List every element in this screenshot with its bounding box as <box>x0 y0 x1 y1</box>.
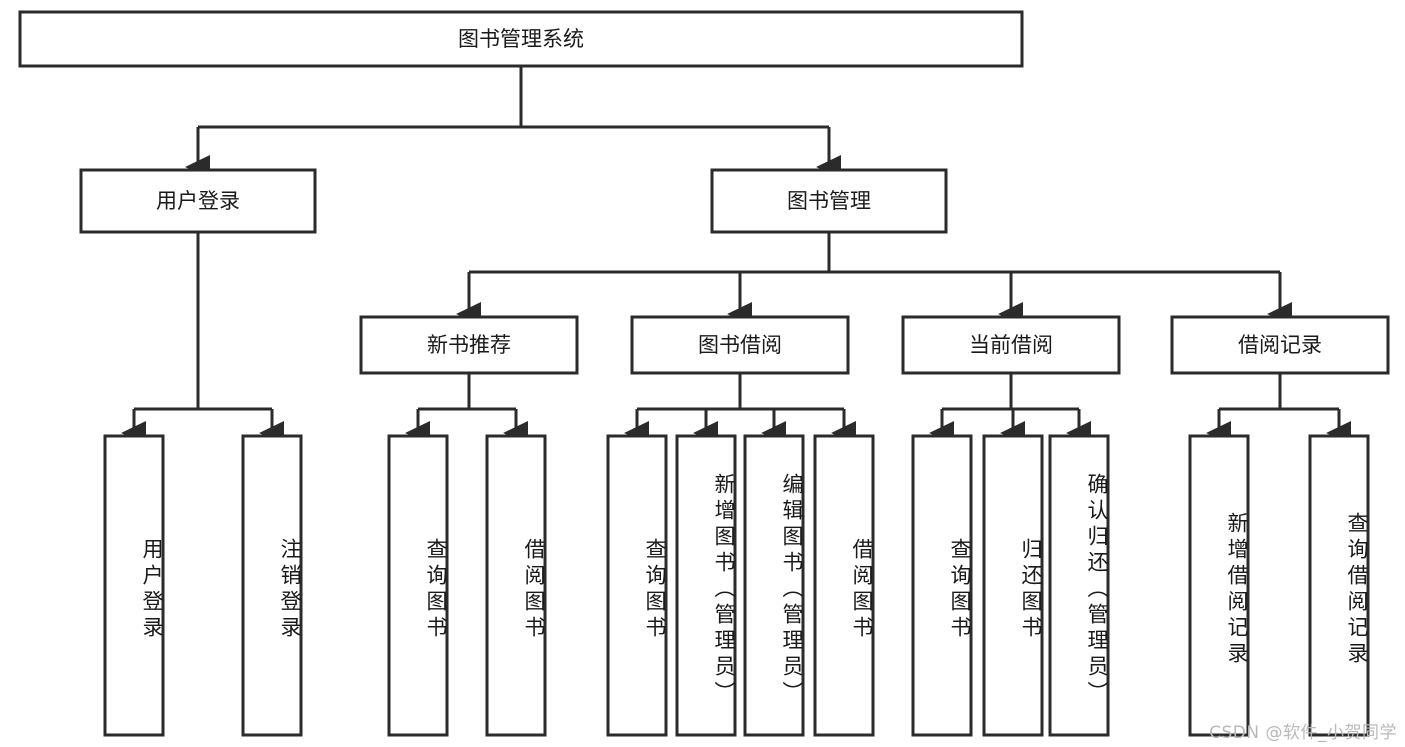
node-boxes <box>18 10 1390 737</box>
root-label-0: 图书管理系统 <box>458 27 584 51</box>
connector-lines <box>121 66 1351 445</box>
level3-label-1: 图书借阅 <box>698 333 782 357</box>
leaf-box-3[interactable] <box>485 434 547 737</box>
level2-box-0[interactable] <box>79 168 317 234</box>
level2-label-0: 用户登录 <box>156 189 240 213</box>
leaf-box-1[interactable] <box>241 434 303 737</box>
leaf-box-7[interactable] <box>813 434 875 737</box>
level2-label-1: 图书管理 <box>787 189 871 213</box>
leaf-box-6[interactable] <box>743 434 805 737</box>
csdn-watermark: CSDN @软件_小贺同学 <box>1209 723 1397 743</box>
level3-box-1[interactable] <box>630 315 850 375</box>
level2-box-1[interactable] <box>710 168 948 234</box>
level3-box-3[interactable] <box>1170 315 1390 375</box>
level3-label-2: 当前借阅 <box>969 333 1053 357</box>
level3-label-0: 新书推荐 <box>427 333 511 357</box>
leaf-box-11[interactable] <box>1188 434 1250 737</box>
level3-box-2[interactable] <box>901 315 1121 375</box>
leaf-box-8[interactable] <box>911 434 973 737</box>
leaf-box-9[interactable] <box>982 434 1044 737</box>
leaf-box-10[interactable] <box>1048 434 1110 737</box>
root-box-0[interactable] <box>18 10 1024 68</box>
level3-box-0[interactable] <box>359 315 579 375</box>
level3-label-3: 借阅记录 <box>1238 333 1322 357</box>
leaf-box-0[interactable] <box>103 434 165 737</box>
leaf-box-12[interactable] <box>1308 434 1370 737</box>
leaf-box-4[interactable] <box>606 434 668 737</box>
leaf-box-2[interactable] <box>387 434 449 737</box>
leaf-box-5[interactable] <box>675 434 737 737</box>
